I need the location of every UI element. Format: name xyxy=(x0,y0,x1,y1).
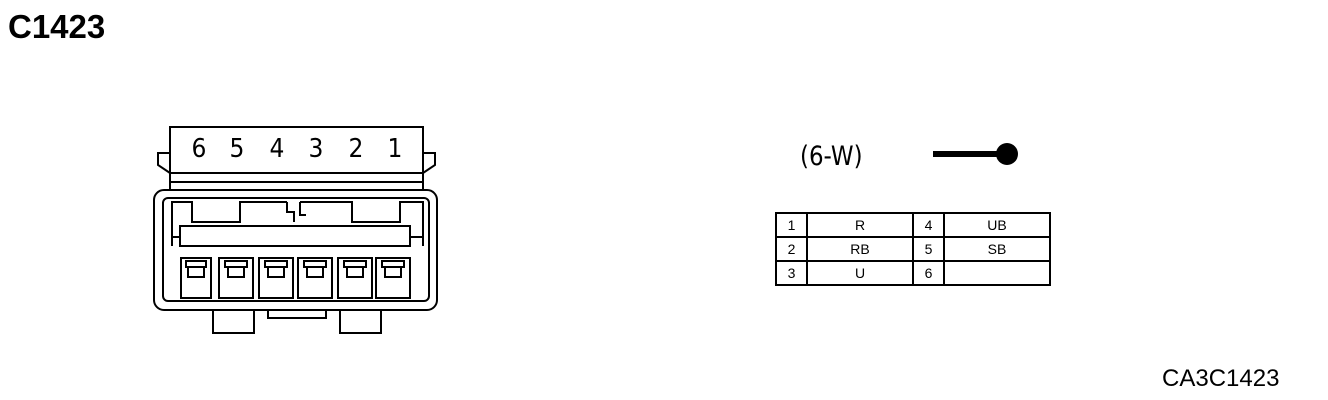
pin-number-4: 4 xyxy=(270,134,285,164)
pin-number-2: 2 xyxy=(349,134,364,164)
pin-cell: 5 xyxy=(912,236,945,262)
connector-type-label: (6-W) xyxy=(800,141,863,172)
wire-color-cell: U xyxy=(806,260,914,286)
pin-number-1: 1 xyxy=(388,134,403,164)
table-row: 2 RB 5 SB xyxy=(775,236,1051,262)
pin-cell: 1 xyxy=(775,212,808,238)
terminal-cavity-6 xyxy=(180,257,212,299)
table-row: 3 U 6 xyxy=(775,260,1051,286)
terminal-cavities xyxy=(180,257,411,299)
pin-number-6: 6 xyxy=(192,134,207,164)
terminal-cavity-2 xyxy=(337,257,373,299)
pin-cell: 4 xyxy=(912,212,945,238)
wire-color-cell: RB xyxy=(806,236,914,262)
terminal-cavity-4 xyxy=(258,257,294,299)
wire-color-cell xyxy=(943,260,1051,286)
wire-color-cell: UB xyxy=(943,212,1051,238)
pin-cell: 2 xyxy=(775,236,808,262)
table-row: 1 R 4 UB xyxy=(775,212,1051,238)
pin-number-strip xyxy=(169,126,424,174)
wire-color-cell: SB xyxy=(943,236,1051,262)
connector-housing xyxy=(153,189,438,311)
pin-cell: 3 xyxy=(775,260,808,286)
wire-terminal-icon xyxy=(933,143,1018,165)
pin-number-5: 5 xyxy=(230,134,245,164)
wire-color-cell: R xyxy=(806,212,914,238)
reference-code: CA3C1423 xyxy=(1162,365,1280,392)
terminal-cavity-1 xyxy=(375,257,411,299)
pin-color-table: 1 R 4 UB 2 RB 5 SB 3 U 6 xyxy=(775,212,1051,286)
terminal-cavity-5 xyxy=(218,257,254,299)
connector-id: C1423 xyxy=(8,8,106,45)
pin-number-3: 3 xyxy=(309,134,324,164)
pin-cell: 6 xyxy=(912,260,945,286)
terminal-cavity-3 xyxy=(297,257,333,299)
